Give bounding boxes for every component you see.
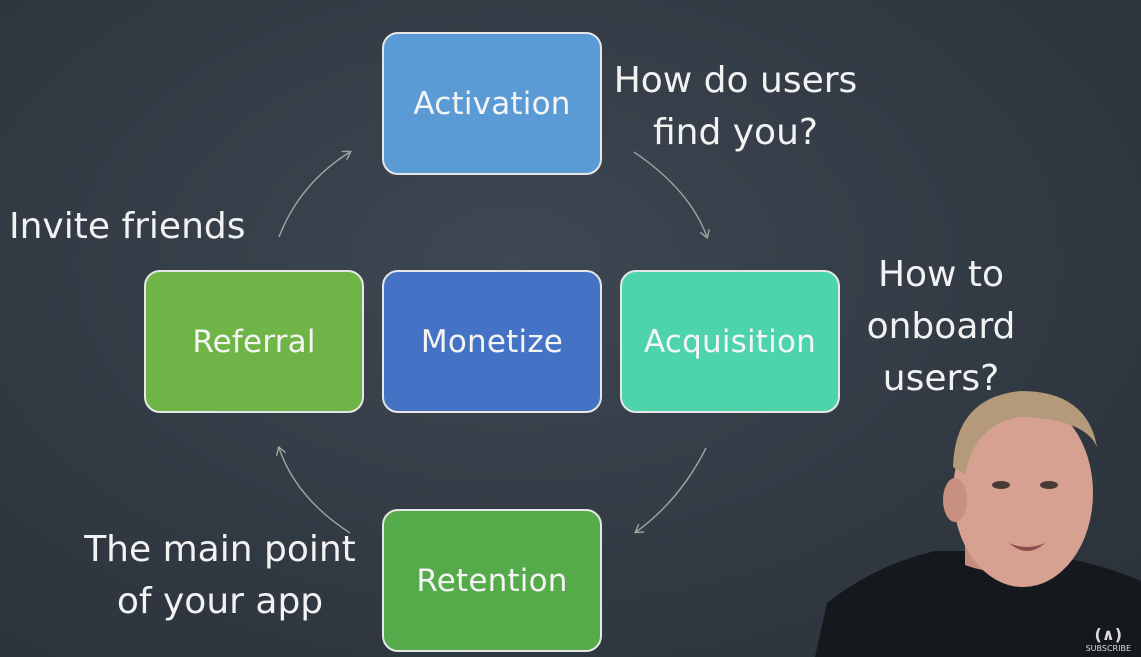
- monetize-box: Monetize: [382, 270, 602, 413]
- acquisition-box: Acquisition: [620, 270, 840, 413]
- presenter-shoulders: [815, 551, 1141, 657]
- activation-label: Activation: [413, 85, 571, 122]
- presenter-video: [815, 391, 1141, 657]
- brand-logo-icon: (∧): [1094, 625, 1123, 644]
- presenter-eye-right: [1040, 481, 1058, 489]
- note-invite-friends: Invite friends: [9, 201, 246, 253]
- note-onboard-users: How to onboard users?: [858, 249, 1024, 405]
- activation-box: Activation: [382, 32, 602, 175]
- note-find-users-line-2: find you?: [652, 112, 819, 153]
- acquisition-label: Acquisition: [644, 323, 816, 360]
- retention-label: Retention: [416, 562, 568, 599]
- presenter-ear: [943, 478, 967, 522]
- note-invite-friends-text: Invite friends: [9, 206, 246, 247]
- arrow-acquisition-to-retention: [636, 447, 707, 532]
- note-onboard-users-line-2: onboard: [866, 306, 1016, 347]
- arrow-activation-to-acquisition: [633, 151, 707, 237]
- note-find-users-line-1: How do users: [613, 60, 858, 101]
- monetize-label: Monetize: [420, 323, 564, 360]
- note-onboard-users-line-1: How to: [877, 254, 1005, 295]
- subscribe-label: SUBSCRIBE: [1085, 644, 1131, 653]
- note-find-users: How do users find you?: [608, 55, 863, 159]
- arrow-referral-to-activation: [278, 152, 350, 238]
- referral-label: Referral: [192, 323, 316, 360]
- retention-box: Retention: [382, 509, 602, 652]
- note-main-point: The main point of your app: [80, 524, 360, 628]
- note-main-point-line-1: The main point: [84, 529, 356, 570]
- note-onboard-users-line-3: users?: [882, 358, 1000, 399]
- note-main-point-line-2: of your app: [116, 581, 324, 622]
- arrow-retention-to-referral: [279, 448, 351, 534]
- presenter-eye-left: [992, 481, 1010, 489]
- presenter-face: [953, 399, 1093, 587]
- subscribe-badge[interactable]: (∧) SUBSCRIBE: [1086, 625, 1131, 653]
- referral-box: Referral: [144, 270, 364, 413]
- presenter-hair: [953, 391, 1097, 475]
- presenter-mouth: [1009, 543, 1045, 551]
